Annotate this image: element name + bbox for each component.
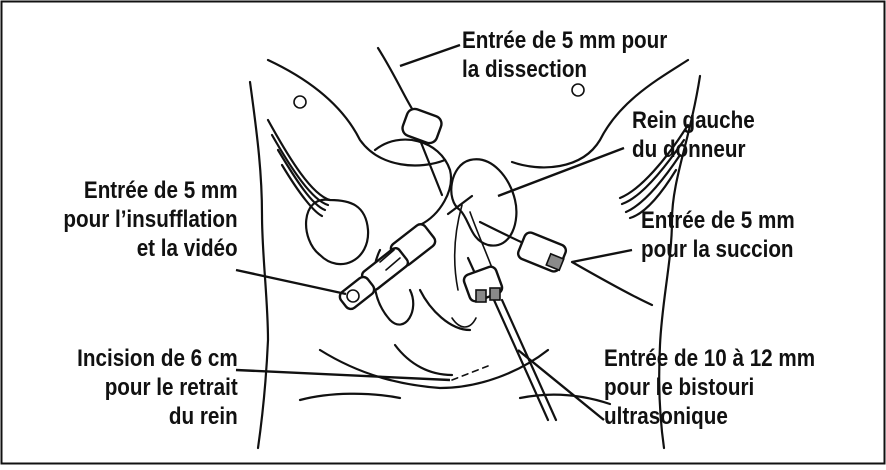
nipple-left-icon — [294, 96, 306, 108]
label-line: pour l’insufflation — [64, 205, 238, 234]
label-incision: Incision de 6 cm pour le retrait du rein — [77, 344, 238, 431]
label-line: et la vidéo — [64, 234, 238, 263]
label-line: Entrée de 5 mm — [64, 176, 238, 205]
label-dissection-port: Entrée de 5 mm pour la dissection — [462, 26, 667, 84]
label-line: pour la succion — [641, 235, 795, 264]
label-line: pour le bistouri — [604, 373, 815, 402]
leader-lines — [236, 45, 632, 420]
label-line: Entrée de 5 mm pour — [462, 26, 667, 55]
donor-kidney-icon — [451, 159, 516, 245]
label-scalpel-port: Entrée de 10 à 12 mm pour le bistouri ul… — [604, 344, 815, 431]
label-line: du donneur — [632, 135, 755, 164]
label-line: Entrée de 10 à 12 mm — [604, 344, 815, 373]
label-suction-port: Entrée de 5 mm pour la succion — [641, 206, 795, 264]
label-line: Incision de 6 cm — [77, 344, 238, 373]
label-line: Entrée de 5 mm — [641, 206, 795, 235]
label-line: ultrasonique — [604, 402, 815, 431]
label-line: pour le retrait — [77, 373, 238, 402]
label-line: Rein gauche — [632, 106, 755, 135]
label-donor-kidney: Rein gauche du donneur — [632, 106, 755, 164]
nipple-right-icon — [572, 84, 584, 96]
label-line: la dissection — [462, 55, 667, 84]
label-line: du rein — [77, 402, 238, 431]
label-insufflation-port: Entrée de 5 mm pour l’insufflation et la… — [64, 176, 238, 263]
